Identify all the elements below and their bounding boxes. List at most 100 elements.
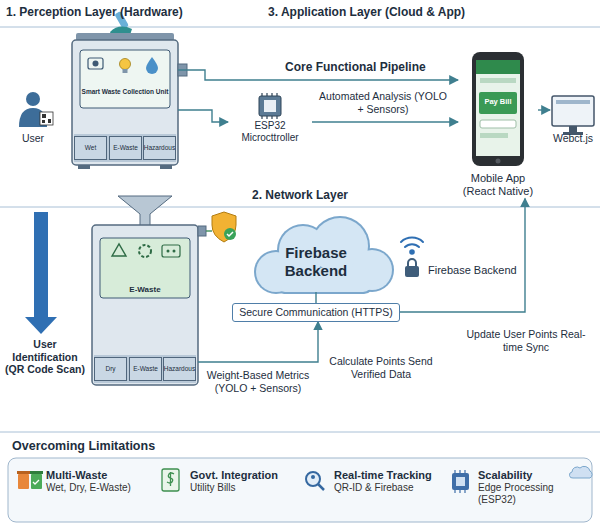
bin-unit: DryE-WasteHazardousE-Waste: [92, 225, 198, 385]
smart-bin: [78, 165, 90, 169]
smart-bin: [123, 69, 128, 73]
node-text: Multi-Waste: [46, 469, 150, 482]
smart-bin: [139, 245, 151, 257]
process-box: Secure Communication (HTTPS): [232, 303, 400, 322]
wifi-icon: [401, 238, 423, 242]
bins-icon: [30, 471, 43, 474]
node-subtext: QR-ID & Firebase: [334, 482, 438, 494]
user-icon: [26, 92, 40, 106]
node-text: Real-time Tracking: [334, 469, 438, 482]
node-text: E-Waste: [100, 285, 190, 295]
bin-compartment: Wet: [74, 136, 107, 160]
smart-bin: [167, 250, 170, 253]
bin-compartment: E-Waste: [129, 357, 162, 381]
step-label: User Identification (QR Code Scan): [3, 338, 87, 376]
smart-bin: [93, 61, 99, 67]
node-subtext: Edge Processing (ESP32): [478, 482, 584, 506]
node-text: Webct.js: [550, 132, 596, 145]
wifi-icon: [401, 238, 423, 254]
mobile-phone: [496, 159, 501, 164]
chip-icon: [452, 473, 469, 490]
smart-bin: [72, 33, 187, 169]
user-icon: [42, 120, 45, 123]
smart-bin: [173, 250, 176, 253]
node-text: Govt. Integration: [190, 469, 294, 482]
shield-icon: [227, 232, 233, 236]
mobile-phone: [479, 92, 517, 114]
funnel: [118, 196, 172, 226]
screen-button: Pay Bill: [478, 97, 518, 106]
mobile-phone: [480, 120, 516, 128]
tracking-icon: [306, 472, 324, 490]
cloud-backend: Firebase Backend: [248, 234, 384, 292]
bill-icon: [167, 472, 174, 486]
qr-scan-arrow: [25, 317, 57, 334]
smart-bin: [92, 225, 198, 385]
node-text: Dry: [105, 366, 115, 373]
mobile-app: Mobile App (React Native): [458, 48, 538, 198]
cloud-shape: [254, 216, 394, 294]
user-icon: [40, 112, 53, 125]
bins-icon: [18, 474, 29, 489]
node-text: Overcoming Limitations: [12, 439, 588, 454]
smart-bin: [160, 165, 172, 169]
smart-bin: [74, 134, 176, 162]
layer-heading: 3. Application Layer (Cloud & App): [268, 5, 538, 19]
microcontroller: ESP32 Microcttroller: [228, 94, 312, 144]
smart-bin: [100, 238, 190, 298]
divider-line: [0, 207, 600, 208]
funnel: [118, 196, 172, 226]
lock-icon: [408, 259, 416, 267]
smart-bin: [112, 244, 126, 256]
chip-icon: [456, 477, 465, 486]
connector-arrow: [315, 292, 316, 303]
web-dashboard: Webct.js: [550, 92, 596, 145]
smart-bin: [120, 59, 131, 70]
divider-line: [0, 27, 600, 432]
feature-item: ScalabilityEdge Processing (ESP32): [446, 463, 586, 515]
connector-arrow: [198, 322, 318, 362]
mobile-phone: [480, 78, 516, 83]
layer-heading: 1. Perception Layer (Hardware): [6, 5, 246, 19]
esp32-chip: [259, 93, 281, 119]
bins-icon: [17, 471, 30, 474]
node-text: Wet: [85, 145, 96, 152]
wifi-icon: [405, 244, 419, 247]
bin-compartment: Dry: [94, 357, 127, 381]
connector-arrow: [538, 109, 550, 110]
user-label: User: [10, 132, 56, 145]
node-subtext: Utility Bills: [190, 482, 294, 494]
user-icon: [48, 119, 51, 123]
edge-label: Automated Analysis (YOLO + Sensors): [318, 90, 448, 115]
tracking-icon: [318, 484, 324, 490]
node-text: Hazardous: [164, 366, 195, 373]
tracking-icon: [311, 475, 315, 479]
node-text: E-Waste: [133, 366, 158, 373]
chip-icon: [569, 466, 592, 478]
smart-bin: [72, 40, 178, 165]
limitations-panel: [8, 458, 592, 522]
cloud-shape: [254, 216, 394, 294]
edge-label: Calculate Points Send Verified Data: [326, 355, 436, 380]
desktop-monitor: [552, 96, 594, 126]
step-label: Weight-Based Metrics (YOLO + Sensors): [200, 369, 316, 394]
node-text: Smart Waste Collection Unit: [80, 88, 170, 96]
node-text: Hazardous: [144, 145, 175, 152]
bin-compartment: E-Waste: [109, 136, 142, 160]
desktop-monitor: [556, 100, 590, 104]
smart-bin: [94, 355, 196, 383]
feature-item: Govt. IntegrationUtility Bills: [158, 463, 296, 515]
desktop-monitor: [569, 126, 577, 132]
panel-heading: Multi-WasteWet, Dry, E-Waste)Govt. Integ…: [6, 437, 594, 523]
feature-item: Multi-WasteWet, Dry, E-Waste): [14, 463, 152, 515]
smart-bin: [162, 245, 180, 257]
bins-icon: [31, 474, 42, 489]
desktop-monitor: [552, 96, 594, 135]
edge-label: Update User Points Real-time Sync: [462, 328, 590, 353]
smart-bin: [80, 50, 170, 108]
esp32-chip: [262, 93, 277, 119]
node-text: Secure Communication (HTTPS): [237, 306, 395, 319]
bins-icon: [33, 480, 39, 484]
connector-arrow: [178, 110, 228, 122]
